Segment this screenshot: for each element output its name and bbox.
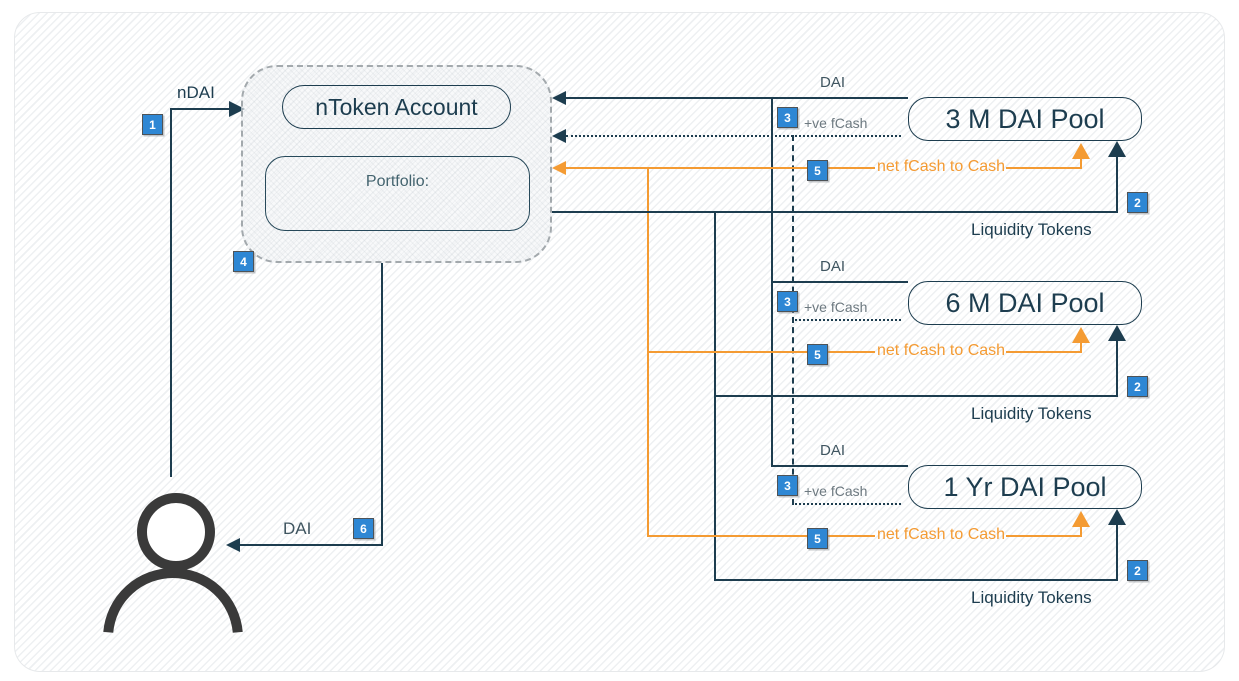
ntoken-account-title: nToken Account: [315, 93, 478, 120]
mint-flow-label: nDAI: [177, 83, 215, 102]
net-fcash-flow-label: net fCash to Cash: [877, 526, 1006, 543]
net-fcash-up-line: [1080, 158, 1082, 169]
liquidity-flow-label: Liquidity Tokens: [971, 588, 1092, 607]
dai-flow-label: DAI: [820, 74, 846, 91]
fcash-flow-line: [792, 503, 901, 505]
pool-name: 3 M DAI Pool: [945, 103, 1105, 134]
step-badge-3: 3: [777, 291, 798, 312]
liquidity-flow-line: [552, 211, 1118, 213]
liquidity-flow-label: Liquidity Tokens: [971, 220, 1092, 239]
net-fcash-arrowhead-icon: [552, 161, 566, 175]
liquidity-up-line: [1116, 157, 1118, 213]
redeem-flow-horizontal-line: [239, 544, 383, 546]
liquidity-up-line: [1116, 341, 1118, 397]
liquidity-flow-line: [714, 395, 1118, 397]
ntoken-account-box: nToken Account: [282, 85, 511, 129]
liquidity-flow-label: Liquidity Tokens: [971, 404, 1092, 423]
mint-flow-vertical-line: [170, 109, 172, 477]
step-badge-5: 5: [807, 160, 828, 181]
liquidity-flow-line: [714, 579, 1118, 581]
liquidity-up-line: [1116, 525, 1118, 581]
step-badge-2: 2: [1127, 560, 1148, 581]
step-badge-2: 2: [1127, 192, 1148, 213]
liquidity-up-arrowhead-icon: [1108, 325, 1126, 341]
net-fcash-flow-line-left: [647, 351, 875, 353]
step-badge-3: 3: [777, 107, 798, 128]
net-fcash-flow-line-left: [566, 167, 875, 169]
diagram-card: nDAI 1 DAI 6 nToken Account Portfolio: 4: [14, 12, 1225, 672]
dai-flow-label: DAI: [820, 442, 846, 459]
portfolio-box: Portfolio:: [265, 156, 530, 231]
dai-flow-line: [771, 465, 908, 467]
net-fcash-flow-line-right: [1006, 535, 1082, 537]
redeem-flow-vertical-line: [381, 263, 383, 545]
pool-box-3m: 3 M DAI Pool: [908, 97, 1142, 141]
redeem-arrowhead-icon: [226, 538, 240, 552]
net-fcash-flow-label: net fCash to Cash: [877, 158, 1006, 175]
step-badge-4: 4: [233, 251, 254, 272]
fcash-flow-line: [792, 319, 901, 321]
portfolio-label: Portfolio:: [365, 173, 430, 190]
step-badge-5: 5: [807, 344, 828, 365]
redeem-flow-label: DAI: [283, 519, 312, 538]
net-fcash-up-arrowhead-icon: [1072, 143, 1090, 159]
pool-box-1yr: 1 Yr DAI Pool: [908, 465, 1142, 509]
step-badge-6: 6: [353, 518, 374, 539]
person-icon: [103, 493, 243, 633]
pool-name: 1 Yr DAI Pool: [943, 471, 1107, 502]
step-badge-2: 2: [1127, 376, 1148, 397]
net-fcash-flow-label: net fCash to Cash: [877, 342, 1006, 359]
step-badge-3: 3: [777, 475, 798, 496]
fcash-flow-label: +ve fCash: [804, 483, 868, 499]
pool-name: 6 M DAI Pool: [945, 287, 1105, 318]
net-fcash-up-line: [1080, 342, 1082, 353]
dai-flow-line: [771, 281, 908, 283]
pool-box-6m: 6 M DAI Pool: [908, 281, 1142, 325]
fcash-flow-label: +ve fCash: [804, 299, 868, 315]
fcash-flow-label: +ve fCash: [804, 115, 868, 131]
fcash-flow-line: [566, 135, 901, 137]
liquidity-up-arrowhead-icon: [1108, 509, 1126, 525]
mint-flow-horizontal-line: [170, 108, 231, 110]
net-fcash-up-arrowhead-icon: [1072, 327, 1090, 343]
dai-arrowhead-icon: [552, 91, 566, 105]
liquidity-up-arrowhead-icon: [1108, 141, 1126, 157]
step-badge-1: 1: [142, 114, 163, 135]
step-badge-5: 5: [807, 528, 828, 549]
net-fcash-up-arrowhead-icon: [1072, 511, 1090, 527]
net-fcash-flow-line-right: [1006, 167, 1082, 169]
net-fcash-flow-line-right: [1006, 351, 1082, 353]
dai-flow-line: [566, 97, 908, 99]
dai-flow-label: DAI: [820, 258, 846, 275]
net-fcash-up-line: [1080, 526, 1082, 537]
fcash-arrowhead-icon: [552, 129, 566, 143]
net-fcash-flow-line-left: [647, 535, 875, 537]
